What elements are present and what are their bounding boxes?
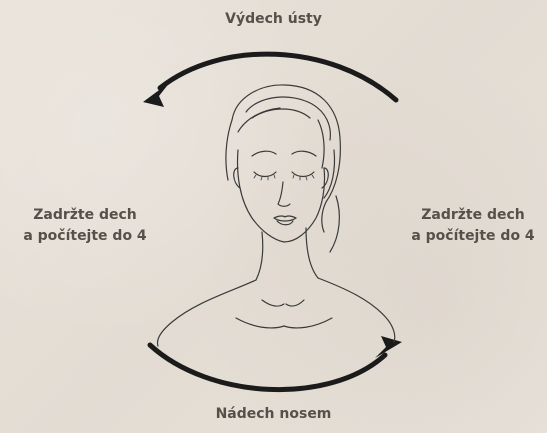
hold-breath-right-label: Zadržte dech a počítejte do 4: [398, 205, 547, 247]
exhale-label: Výdech ústy: [0, 9, 547, 30]
face-illustration-icon: [158, 85, 395, 346]
inhale-arrow-icon: [150, 336, 402, 390]
hold-breath-left-line2: a počítejte do 4: [10, 226, 160, 247]
hold-breath-left-line1: Zadržte dech: [10, 205, 160, 226]
hold-breath-left-label: Zadržte dech a počítejte do 4: [10, 205, 160, 247]
inhale-label: Nádech nosem: [0, 404, 547, 425]
hold-breath-right-line1: Zadržte dech: [398, 205, 547, 226]
exhale-arrow-icon: [143, 54, 396, 107]
hold-breath-right-line2: a počítejte do 4: [398, 226, 547, 247]
